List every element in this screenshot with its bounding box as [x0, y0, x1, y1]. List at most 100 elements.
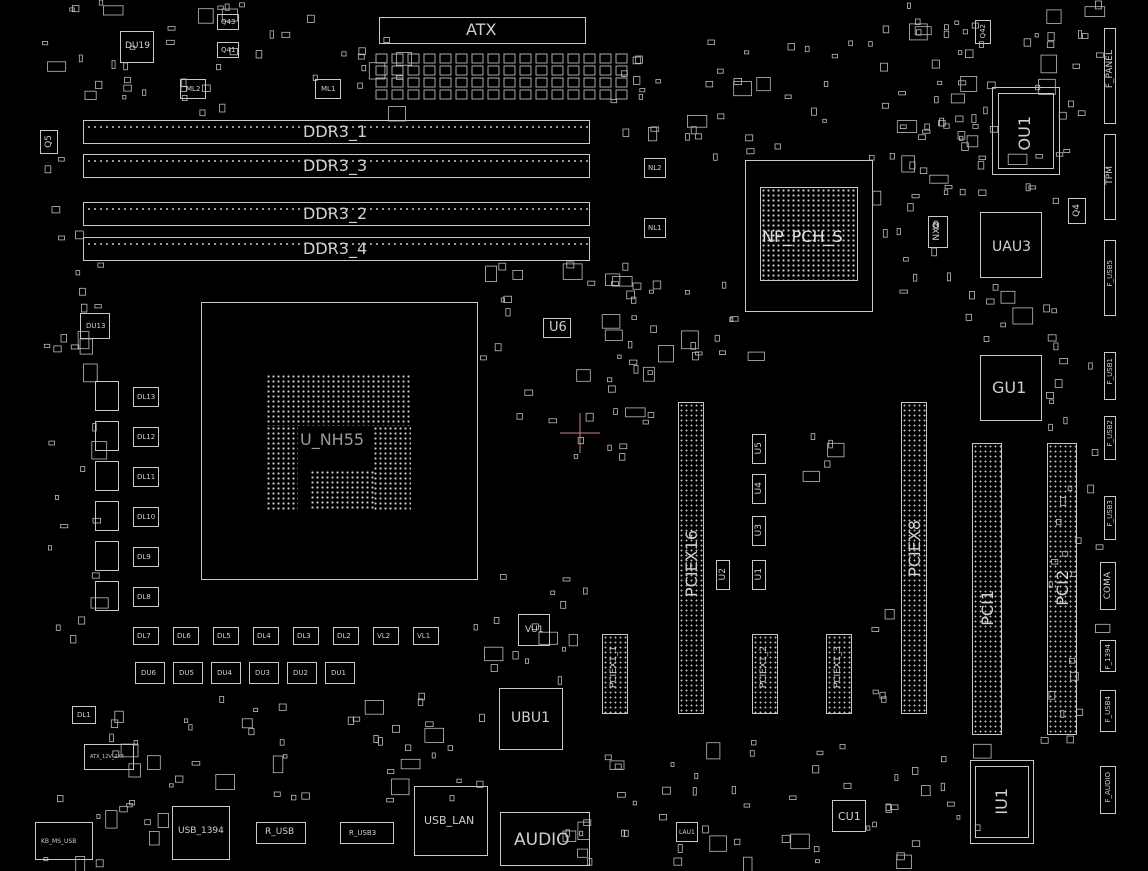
- inductor-vl1[interactable]: [413, 627, 439, 645]
- chip-du13[interactable]: [80, 313, 110, 339]
- passive-component: [133, 740, 138, 746]
- conn-usb-lan[interactable]: [414, 786, 488, 856]
- chip-u5[interactable]: [752, 434, 766, 464]
- header-coma[interactable]: [1100, 562, 1116, 610]
- chip-vu1[interactable]: [518, 614, 550, 646]
- chip-nl2[interactable]: [644, 158, 666, 178]
- passive-component: [307, 14, 315, 23]
- chip-nl1[interactable]: [644, 218, 666, 238]
- inductor-vl2[interactable]: [373, 627, 399, 645]
- pch-outline[interactable]: [745, 160, 873, 312]
- chip-iu1[interactable]: [970, 760, 1034, 844]
- chip-dl1[interactable]: [72, 706, 96, 724]
- inductor-dl4[interactable]: [253, 627, 279, 645]
- inductor-dl10[interactable]: [133, 507, 159, 527]
- pch-chip[interactable]: [760, 187, 858, 281]
- chip-cu1[interactable]: [832, 800, 866, 832]
- passive-component: [633, 365, 639, 374]
- passive-component: [812, 765, 820, 774]
- header-f-usb1[interactable]: [1104, 352, 1116, 400]
- inductor-dl7[interactable]: [133, 627, 159, 645]
- inductor-dl13[interactable]: [133, 387, 159, 407]
- slot-pciex1-1[interactable]: [602, 634, 628, 714]
- mosfet-du5[interactable]: [173, 662, 203, 684]
- chip-q42[interactable]: [975, 20, 991, 44]
- header-f-usb4[interactable]: [1100, 690, 1116, 732]
- conn-r-usb3[interactable]: [340, 822, 394, 844]
- chip-gu1[interactable]: [980, 355, 1042, 421]
- atx-pin: [487, 89, 500, 100]
- passive-component: [901, 155, 915, 173]
- chip-nx2[interactable]: [928, 216, 948, 248]
- mosfet-du2[interactable]: [287, 662, 317, 684]
- passive-component: [868, 41, 873, 47]
- passive-component: [1072, 63, 1080, 69]
- dimm-slot-3[interactable]: [83, 202, 590, 226]
- inductor-dl12[interactable]: [133, 427, 159, 447]
- passive-component: [449, 795, 455, 802]
- chip-u1[interactable]: [752, 560, 766, 590]
- chip-du19[interactable]: [120, 31, 154, 63]
- passive-component: [823, 81, 829, 88]
- header-tpm[interactable]: [1104, 134, 1116, 220]
- passive-component: [694, 773, 699, 780]
- inductor-dl8[interactable]: [133, 587, 159, 607]
- slot-pciex1-3[interactable]: [826, 634, 852, 714]
- chip-u3[interactable]: [752, 516, 766, 546]
- chip-ou1[interactable]: [992, 87, 1060, 175]
- passive-component: [979, 41, 984, 48]
- passive-component: [635, 55, 643, 64]
- inductor-dl2[interactable]: [333, 627, 359, 645]
- mosfet-du4[interactable]: [211, 662, 241, 684]
- slot-pci2[interactable]: [1047, 443, 1077, 735]
- dimm-slot-2[interactable]: [83, 154, 590, 178]
- chip-ml1[interactable]: [315, 79, 341, 99]
- chip-ubu1[interactable]: [499, 688, 563, 750]
- mosfet-du6[interactable]: [135, 662, 165, 684]
- chip-u2[interactable]: [716, 560, 730, 590]
- atx-connector[interactable]: [379, 17, 586, 44]
- cpu-socket[interactable]: [201, 302, 478, 580]
- chip-uau3[interactable]: [980, 212, 1042, 278]
- inductor-dl9[interactable]: [133, 547, 159, 567]
- slot-pciex16[interactable]: [678, 402, 704, 714]
- conn-r-usb[interactable]: [256, 822, 306, 844]
- chip-lau1[interactable]: [676, 822, 698, 842]
- conn-r-usb-label: R_USB: [265, 827, 295, 837]
- conn-kb-ms-usb[interactable]: [35, 822, 93, 860]
- chip-u4[interactable]: [752, 474, 766, 504]
- dimm-slot-1[interactable]: [83, 120, 590, 144]
- passive-component: [965, 49, 974, 59]
- header-f-1394[interactable]: [1100, 640, 1116, 672]
- passive-component: [1063, 148, 1071, 153]
- passive-component: [557, 676, 563, 685]
- conn-usb-lan-label: USB_LAN: [424, 814, 475, 827]
- chip-q41[interactable]: [217, 42, 239, 58]
- chip-u6[interactable]: [543, 318, 571, 338]
- chip-uau3-label: UAU3: [992, 239, 1031, 255]
- chip-q4[interactable]: [1068, 198, 1086, 224]
- inductor-dl5[interactable]: [213, 627, 239, 645]
- passive-component: [283, 754, 288, 759]
- header-f-usb3[interactable]: [1104, 496, 1116, 540]
- header-f-usb2[interactable]: [1104, 416, 1116, 460]
- conn-usb1394[interactable]: [172, 806, 230, 860]
- mosfet-du1[interactable]: [325, 662, 355, 684]
- header-f-audio[interactable]: [1100, 766, 1116, 814]
- slot-pciex8[interactable]: [901, 402, 927, 714]
- mosfet-du3[interactable]: [249, 662, 279, 684]
- dimm-slot-4[interactable]: [83, 237, 590, 261]
- slot-pci1[interactable]: [972, 443, 1002, 735]
- header-f-usb5[interactable]: [1104, 240, 1116, 316]
- passive-component: [610, 99, 618, 104]
- slot-pciex1-2[interactable]: [752, 634, 778, 714]
- header-f-panel[interactable]: [1104, 28, 1116, 124]
- chip-q43[interactable]: [217, 14, 239, 30]
- inductor-dl6[interactable]: [173, 627, 199, 645]
- inductor-dl3[interactable]: [293, 627, 319, 645]
- chip-q5[interactable]: [40, 130, 58, 154]
- passive-component: [157, 813, 169, 829]
- inductor-dl11[interactable]: [133, 467, 159, 487]
